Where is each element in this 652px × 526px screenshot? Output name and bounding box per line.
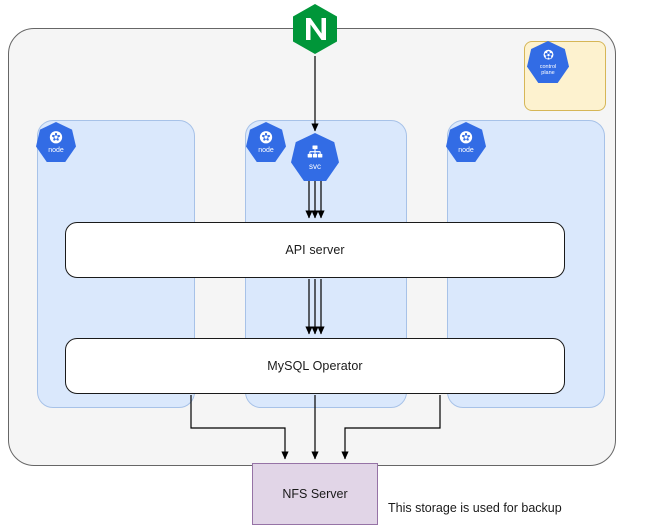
service-tree-glyph bbox=[307, 145, 323, 158]
api-server-box: API server bbox=[65, 222, 565, 278]
nfs-server-label: NFS Server bbox=[282, 487, 348, 501]
node-icon-caption: node bbox=[258, 147, 274, 155]
mysql-operator-box: MySQL Operator bbox=[65, 338, 565, 394]
kubernetes-node-icon-2: node bbox=[246, 122, 286, 162]
backup-note: This storage is used for backup bbox=[388, 501, 562, 515]
mysql-operator-label: MySQL Operator bbox=[267, 359, 363, 373]
kubernetes-service-icon: svc bbox=[291, 133, 339, 181]
node-icon-caption: node bbox=[48, 147, 64, 155]
node-glyph bbox=[49, 131, 63, 144]
kubernetes-control-plane-icon: control plane bbox=[527, 41, 569, 83]
nfs-server-box: NFS Server bbox=[252, 463, 378, 525]
nginx-logo bbox=[288, 2, 342, 56]
node-glyph bbox=[259, 131, 273, 144]
node-icon-caption: node bbox=[458, 147, 474, 155]
service-icon-caption: svc bbox=[309, 162, 321, 172]
node-glyph bbox=[459, 131, 473, 144]
kubernetes-node-icon-3: node bbox=[446, 122, 486, 162]
api-server-label: API server bbox=[285, 243, 345, 257]
control-plane-caption-1: control bbox=[539, 64, 557, 70]
control-plane-glyph bbox=[543, 49, 553, 60]
kubernetes-node-icon-1: node bbox=[36, 122, 76, 162]
control-plane-caption-2: plane bbox=[541, 70, 555, 76]
